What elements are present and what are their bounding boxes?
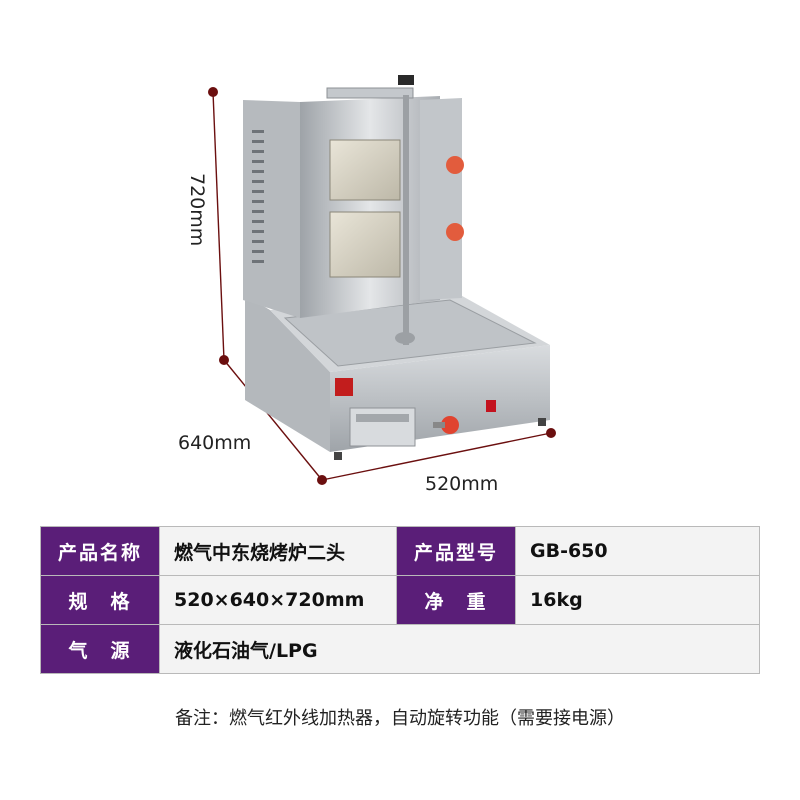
base-body	[245, 292, 550, 460]
product-illustration	[208, 75, 556, 485]
spec-label: 净 重	[396, 575, 516, 625]
dimension-lines	[212, 91, 552, 481]
dimension-markers	[208, 87, 556, 485]
spec-label: 产品名称	[40, 526, 160, 576]
spec-value: 液化石油气/LPG	[159, 624, 760, 674]
spec-row: 规 格 520×640×720mm 净 重 16kg	[40, 575, 760, 625]
spec-label: 产品型号	[396, 526, 516, 576]
spec-value: 520×640×720mm	[159, 575, 397, 625]
width-dimension-label: 520mm	[425, 473, 499, 495]
height-dimension-label: 720mm	[186, 173, 208, 247]
spec-row: 气 源 液化石油气/LPG	[40, 624, 760, 674]
spec-value: 16kg	[515, 575, 760, 625]
spec-label: 规 格	[40, 575, 160, 625]
spec-table: 产品名称 燃气中东烧烤炉二头 产品型号 GB-650 规 格 520×640×7…	[40, 526, 760, 674]
note-text: 备注：燃气红外线加热器，自动旋转功能（需要接电源）	[175, 708, 625, 729]
depth-dimension-label: 640mm	[178, 432, 252, 454]
spec-label: 气 源	[40, 624, 160, 674]
spec-row: 产品名称 燃气中东烧烤炉二头 产品型号 GB-650	[40, 526, 760, 576]
upper-cabinet	[243, 75, 464, 345]
spec-value: GB-650	[515, 526, 760, 576]
spec-value: 燃气中东烧烤炉二头	[159, 526, 397, 576]
